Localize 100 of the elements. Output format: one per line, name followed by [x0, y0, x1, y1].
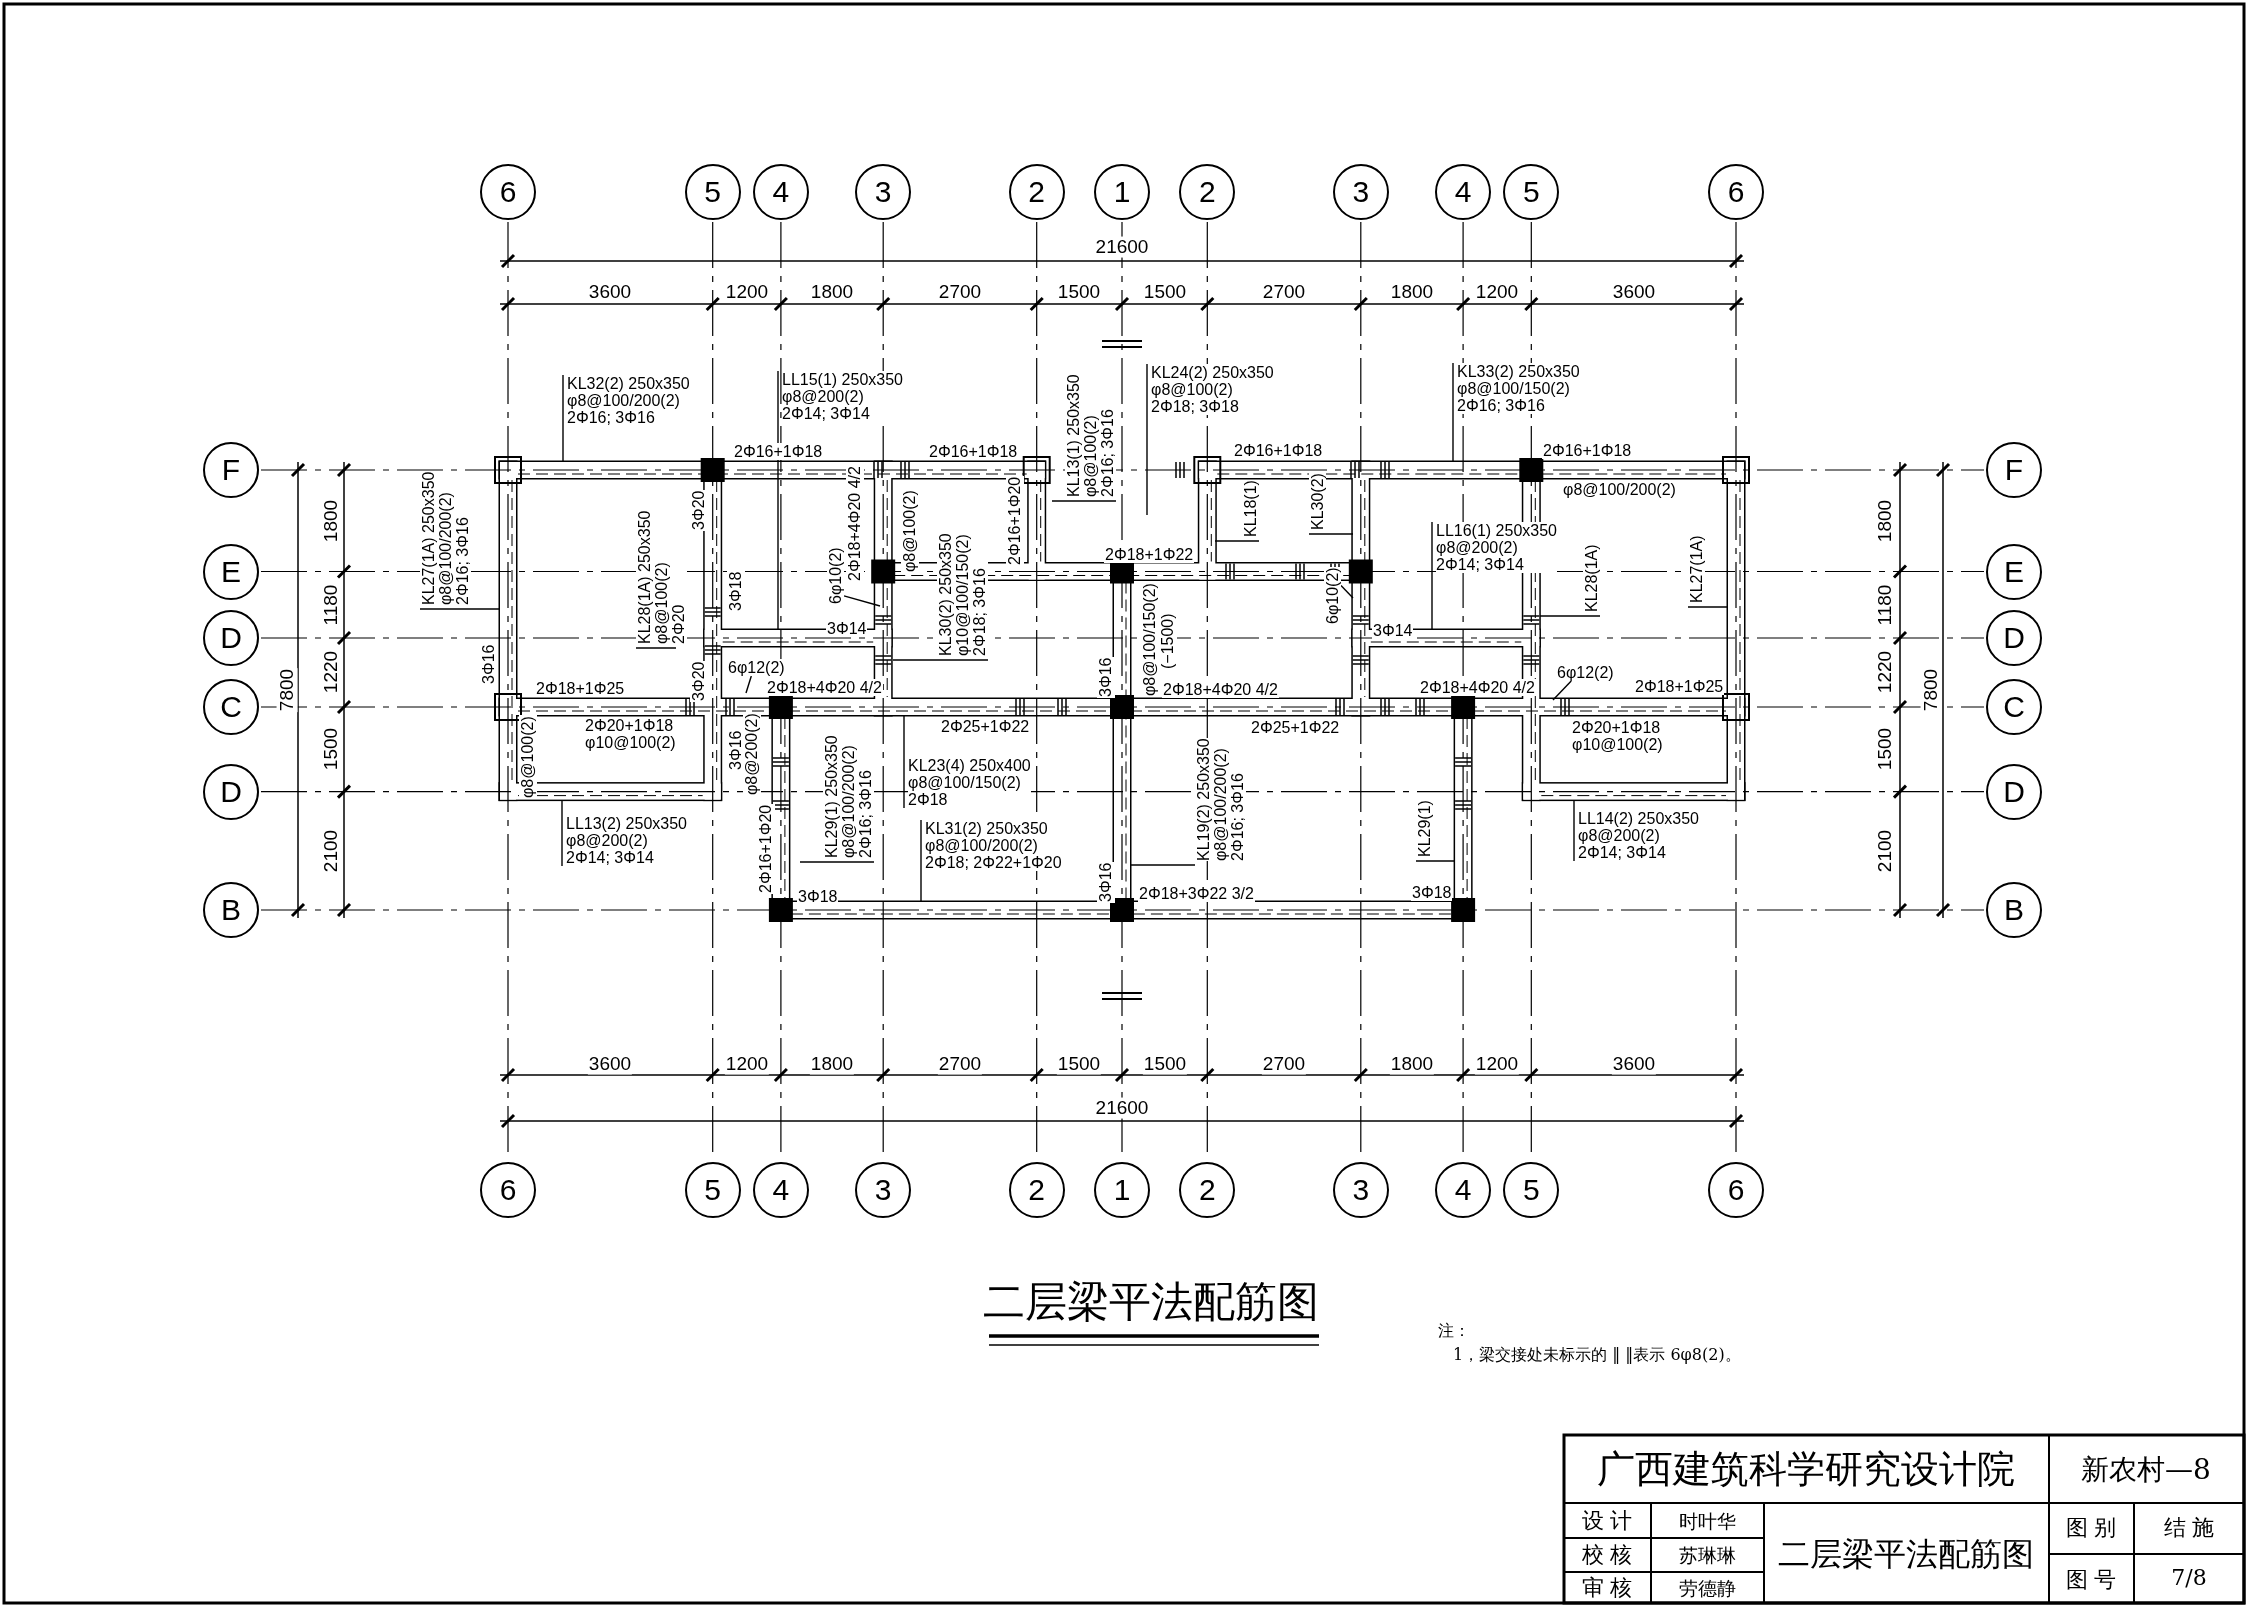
- title-block-text: 图 别: [2064, 1515, 2118, 1541]
- rebar-label: φ8@100(2): [519, 715, 537, 799]
- rebar-label: 2Φ16+1Φ18: [1542, 442, 1633, 459]
- beam-label: 2Φ18; 2Φ22+1Φ20: [925, 854, 1062, 871]
- axis-bubble: 5: [684, 164, 741, 220]
- leader-line: [1431, 521, 1433, 631]
- axis-bubble: 5: [1503, 164, 1560, 220]
- axis-bubble: 2: [1179, 1162, 1236, 1218]
- axis-bubble: F: [1986, 442, 2042, 498]
- rebar-label: 3Φ20: [690, 489, 708, 531]
- title-block-text: 时叶华: [1677, 1510, 1737, 1532]
- axis-bubble: 5: [684, 1162, 741, 1218]
- axis-bubble: 6: [480, 1162, 536, 1218]
- leader-line: [799, 861, 875, 863]
- rebar-label: 3Φ14: [1372, 622, 1414, 639]
- leader-line: [920, 819, 922, 902]
- axis-bubble: D: [203, 610, 259, 666]
- leader-line: [1687, 606, 1729, 608]
- beam-label: KL23(4) 250x400: [908, 757, 1031, 774]
- leader-line: [562, 374, 564, 463]
- rebar-label: 3Φ16: [1097, 656, 1115, 698]
- beam-label: 6φ12(2): [1557, 664, 1614, 681]
- leader-line: [1146, 363, 1148, 516]
- axis-bubble: 6: [480, 164, 536, 220]
- rebar-label: 2Φ18+4Φ20 4/2: [1162, 681, 1279, 698]
- title-block-text: 校 核: [1580, 1542, 1634, 1568]
- leader-line: [1308, 533, 1354, 535]
- axis-bubble: 2: [1008, 1162, 1065, 1218]
- title-block-text: 审 核: [1580, 1575, 1634, 1601]
- axis-bubble: C: [1986, 679, 2042, 735]
- rebar-label: 2Φ16+1Φ18: [1233, 442, 1324, 459]
- beam-label: KL24(2) 250x350: [1151, 364, 1274, 381]
- beam-label: KL19(2) 250x350: [1195, 738, 1212, 861]
- axis-bubble: D: [203, 763, 259, 820]
- axis-bubble: D: [1986, 610, 2042, 666]
- axis-bubble: C: [203, 679, 259, 735]
- axis-bubble: 6: [1708, 1162, 1764, 1218]
- axis-bubble: F: [203, 442, 259, 498]
- axis-bubble: D: [1986, 763, 2042, 820]
- beam-label: KL28(1A) 250x350: [636, 510, 653, 644]
- leader-line: [745, 675, 752, 694]
- title-block-text: 设 计: [1580, 1508, 1634, 1534]
- rebar-label: 2Φ20+1Φ18: [1571, 719, 1662, 736]
- leader-line: [1552, 680, 1572, 701]
- axis-bubble: 3: [855, 1162, 912, 1218]
- axis-bubble: 4: [1435, 164, 1492, 220]
- rebar-label: (−1500): [1159, 612, 1177, 670]
- axis-bubble: 3: [855, 164, 912, 220]
- leader-line: [635, 647, 677, 649]
- leader-line: [561, 799, 563, 867]
- title-block-text: 劳德静: [1677, 1577, 1737, 1599]
- beam-label: LL13(2) 250x350: [566, 815, 687, 832]
- rebar-label: 2Φ18+1Φ25: [535, 680, 626, 697]
- rebar-label: 2Φ18+1Φ25: [1634, 678, 1725, 695]
- beam-label: KL30(2) 250x350: [937, 533, 954, 656]
- rebar-label: 3Φ16: [1097, 861, 1115, 903]
- axis-bubble: 4: [1435, 1162, 1492, 1218]
- rebar-label: φ8@100/200(2): [1562, 481, 1677, 498]
- rebar-label: 2Φ25+1Φ22: [940, 718, 1031, 735]
- beam-label: KL18(1): [1242, 480, 1259, 537]
- beam-label: LL14(2) 250x350: [1578, 810, 1699, 827]
- axis-bubble: 2: [1179, 164, 1236, 220]
- leader-line: [892, 659, 989, 661]
- rebar-label: φ8@100(2): [901, 489, 919, 573]
- rebar-label: 3Φ20: [690, 660, 708, 702]
- beam-label: KL27(1A) 250x350: [420, 471, 437, 605]
- axis-bubble: 1: [1094, 1162, 1150, 1218]
- beam-label: KL27(1A): [1688, 535, 1705, 603]
- leader-line: [1051, 500, 1117, 502]
- dimension-text: 7800: [276, 667, 298, 713]
- beam-label: KL13(1) 250x350: [1065, 374, 1082, 497]
- axis-bubble: 3: [1332, 164, 1389, 220]
- leader-line: [1452, 362, 1454, 463]
- beam-label: KL32(2) 250x350: [567, 375, 690, 392]
- rebar-label: φ8@200(2): [743, 712, 761, 796]
- axis-bubble: 4: [752, 1162, 809, 1218]
- rebar-label: 2Φ18+3Φ22 3/2: [1138, 885, 1255, 902]
- axis-bubble: E: [203, 543, 259, 600]
- beam-label: KL28(1A): [1583, 544, 1600, 612]
- beam-label: 2Φ14; 3Φ14: [1436, 556, 1557, 573]
- leader-line: [843, 595, 881, 607]
- beam-label: 2Φ18: [908, 791, 1031, 808]
- axis-bubble: 6: [1708, 164, 1764, 220]
- beam-label: KL33(2) 250x350: [1457, 363, 1580, 380]
- beam-label: LL15(1) 250x350: [782, 371, 903, 388]
- beam-label: KL29(1): [1416, 800, 1433, 857]
- beam-label: 6φ10(2): [827, 547, 844, 604]
- beam-label: 6φ10(2): [1324, 567, 1341, 624]
- leader-line: [903, 715, 905, 809]
- title-block-text: 苏琳琳: [1677, 1544, 1737, 1566]
- rebar-label: 2Φ18+1Φ22: [1104, 546, 1195, 563]
- rebar-label: 2Φ18+4Φ20 4/2: [766, 679, 883, 696]
- beam-label: 6φ12(2): [728, 659, 785, 676]
- rebar-label: 2Φ18+4Φ20 4/2: [1419, 679, 1536, 696]
- beam-label: KL29(1) 250x350: [823, 735, 840, 858]
- rebar-label: 3Φ18: [797, 888, 839, 905]
- rebar-label: φ10@100(2): [1571, 736, 1664, 753]
- leader-line: [1130, 864, 1196, 866]
- rebar-label: 2Φ25+1Φ22: [1250, 719, 1341, 736]
- axis-bubble: B: [1986, 882, 2042, 938]
